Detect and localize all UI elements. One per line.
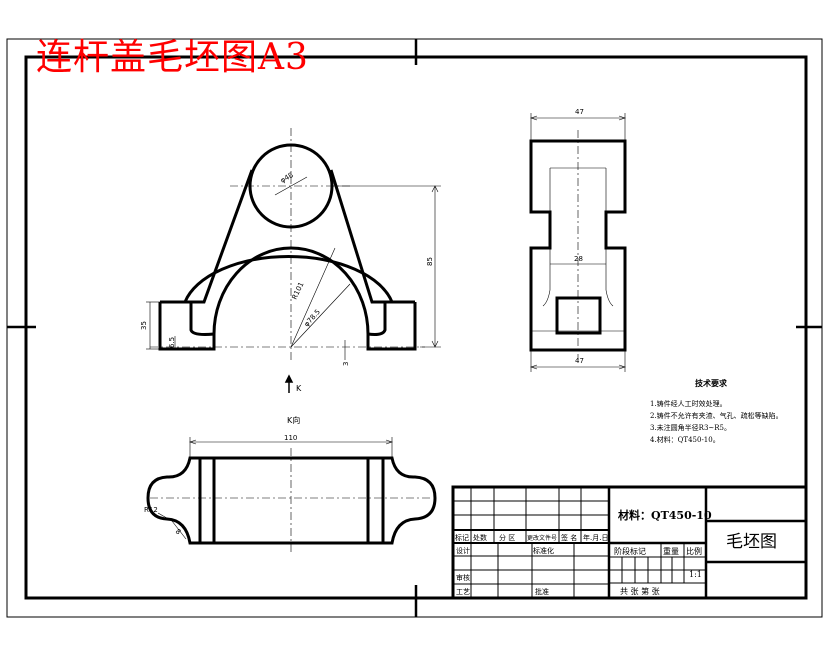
bottom-view-centerlines	[150, 448, 432, 552]
drawing-name: 毛坯图	[726, 532, 777, 552]
dim-diameter-top: φ48	[279, 171, 295, 185]
dim-height-right: 85	[426, 257, 434, 266]
stage-mark-label: 阶段标记	[614, 546, 646, 556]
dim-height-left: 35	[140, 321, 148, 330]
header-cell: 处数	[473, 533, 487, 542]
title-block: 材料：QT450-10 毛坯图 标记 处数 分 区 更改文件号 签 名 年.月.…	[451, 485, 808, 600]
header-cell: 分 区	[499, 533, 515, 542]
title-block-lines	[451, 485, 808, 600]
dim-small-bottom: 3	[342, 362, 350, 366]
approve-label: 批准	[535, 587, 549, 596]
material-label: 材料：QT450-10	[618, 508, 712, 522]
front-view-dimensions	[146, 176, 441, 360]
front-view: φ48 85 R101 φ78.5 35 6.5 3 K	[140, 128, 441, 393]
dim-inner-width: 28	[574, 255, 583, 263]
weight-label: 重量	[663, 546, 679, 556]
side-view-hidden	[531, 167, 625, 332]
dim-top-width: 47	[575, 108, 584, 116]
sheets-label: 共 张 第 张	[620, 586, 660, 596]
dim-small-left: 6.5	[168, 337, 176, 348]
side-view-dimensions	[530, 113, 626, 372]
notes-item: 2.铸件不允许有夹渣、气孔、疏松等缺陷。	[650, 411, 783, 420]
notes-item: 3.未注圆角半径R3~R5。	[650, 423, 731, 432]
header-cell: 年.月.日	[583, 533, 608, 542]
notes-heading: 技术要求	[695, 378, 728, 388]
technical-notes: 技术要求 1.铸件经人工时效处理。 2.铸件不允许有夹渣、气孔、疏松等缺陷。 3…	[650, 378, 783, 444]
header-cell: 签 名	[561, 533, 577, 542]
dim-radius: R12	[144, 506, 158, 514]
centering-marks	[7, 39, 822, 617]
section-arrow	[284, 374, 294, 393]
scale-value: 1:1	[689, 570, 702, 579]
sheet-title: 连杆盖毛坯图A3	[36, 37, 309, 78]
dim-radius-inner: φ78.5	[303, 308, 322, 328]
standardize-label: 标准化	[533, 546, 554, 555]
notes-item: 1.铸件经人工时效处理。	[650, 399, 727, 408]
bottom-view: K向 110 R12 8	[144, 415, 437, 552]
bottom-view-outline	[146, 456, 437, 545]
dim-bottom-width: 47	[575, 357, 584, 365]
dim-radius-outer: R101	[291, 281, 306, 301]
scale-label: 比例	[686, 546, 702, 556]
design-label: 设计	[456, 546, 470, 555]
review-label: 审核	[456, 573, 470, 582]
dim-corner: 8	[174, 527, 183, 536]
side-view: 47 28 47	[529, 108, 627, 372]
notes-item: 4.材料：QT450-10。	[650, 435, 720, 444]
dim-length: 110	[284, 434, 297, 442]
header-cell: 标记	[455, 533, 469, 542]
front-view-outline	[158, 143, 417, 351]
header-cell: 更改文件号	[527, 534, 557, 542]
view-label: K向	[287, 415, 300, 425]
bottom-view-dimensions	[157, 437, 393, 540]
process-label: 工艺	[456, 588, 470, 596]
section-mark: K	[296, 384, 302, 393]
